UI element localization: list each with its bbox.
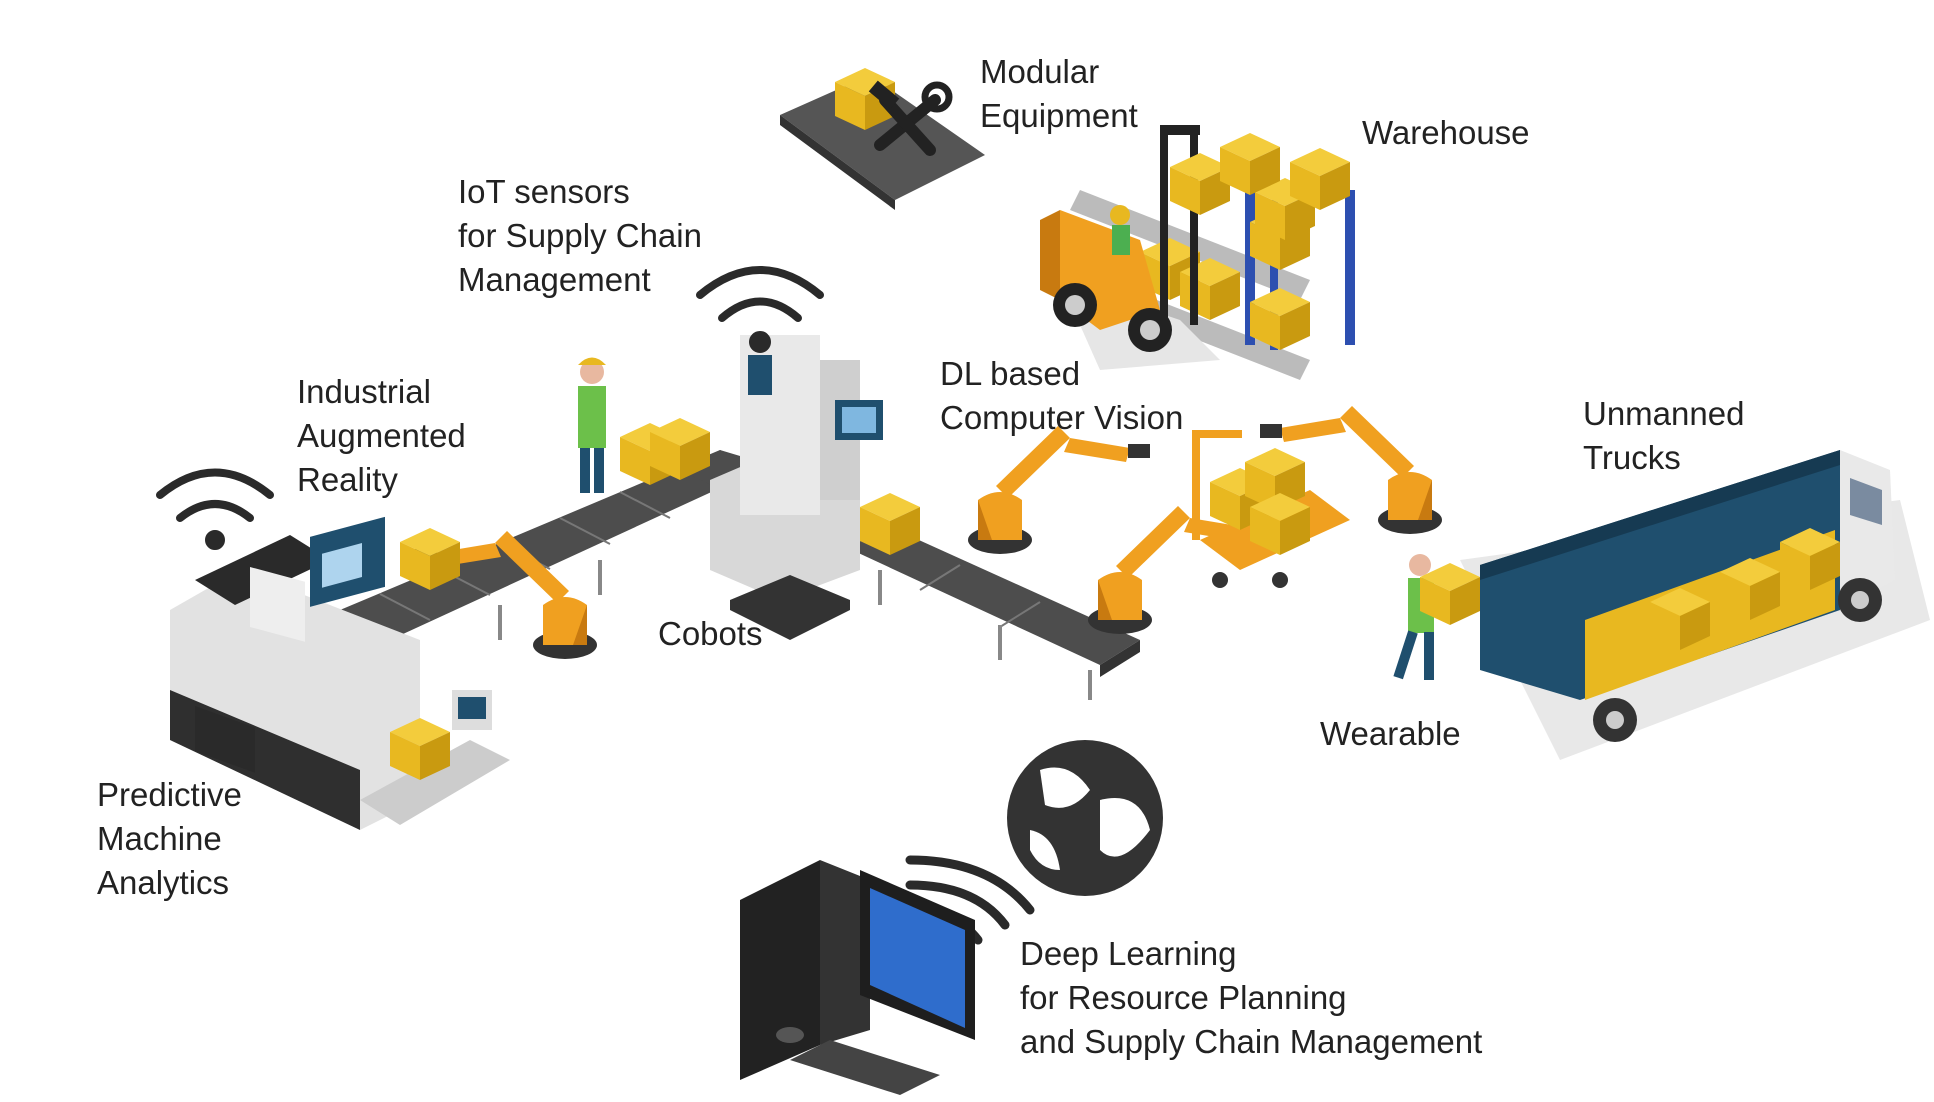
label-line: and Supply Chain Management xyxy=(1020,1023,1483,1060)
label-dl-vision: DL based Computer Vision xyxy=(940,352,1183,440)
label-modular-equipment: Modular Equipment xyxy=(980,50,1138,138)
label-line: for Supply Chain xyxy=(458,217,702,254)
hammer-icon xyxy=(868,80,900,110)
worker-wearable xyxy=(1393,554,1480,680)
label-line: Management xyxy=(458,261,651,298)
label-line: Predictive xyxy=(97,776,242,813)
label-line: IoT sensors xyxy=(458,173,630,210)
cnc-machine xyxy=(170,516,510,830)
label-deep-learning: Deep Learning for Resource Planning and … xyxy=(1020,932,1482,1064)
label-line: Wearable xyxy=(1320,715,1461,752)
label-predictive-analytics: Predictive Machine Analytics xyxy=(97,773,242,905)
label-line: Augmented xyxy=(297,417,466,454)
globe-icon xyxy=(1007,740,1163,896)
label-line: Cobots xyxy=(658,615,763,652)
label-wearable: Wearable xyxy=(1320,712,1461,756)
computer xyxy=(740,860,975,1095)
label-line: Warehouse xyxy=(1362,114,1530,151)
label-warehouse: Warehouse xyxy=(1362,111,1530,155)
label-line: Equipment xyxy=(980,97,1138,134)
unmanned-truck xyxy=(1480,450,1895,742)
label-line: Unmanned xyxy=(1583,395,1745,432)
label-iot-sensors: IoT sensors for Supply Chain Management xyxy=(458,170,702,302)
label-line: Analytics xyxy=(97,864,230,901)
label-industrial-ar: Industrial Augmented Reality xyxy=(297,370,466,502)
cart xyxy=(1192,430,1350,588)
label-line: Deep Learning xyxy=(1020,935,1237,972)
label-line: for Resource Planning xyxy=(1020,979,1347,1016)
label-line: Computer Vision xyxy=(940,399,1184,436)
label-line: Reality xyxy=(297,461,398,498)
label-cobots: Cobots xyxy=(658,612,763,656)
cobot-vision xyxy=(860,426,1150,555)
label-unmanned-trucks: Unmanned Trucks xyxy=(1583,392,1744,480)
forklift xyxy=(1040,125,1280,370)
label-line: Modular xyxy=(980,53,1100,90)
wifi-icon-iot xyxy=(696,266,824,353)
label-line: Machine xyxy=(97,820,222,857)
modular-equipment-graphic xyxy=(780,68,985,210)
label-line: DL based xyxy=(940,355,1081,392)
label-line: Trucks xyxy=(1583,439,1681,476)
worker-ar xyxy=(578,357,606,493)
wifi-icon xyxy=(156,468,274,550)
label-line: Industrial xyxy=(297,373,431,410)
iot-machine xyxy=(710,335,883,640)
